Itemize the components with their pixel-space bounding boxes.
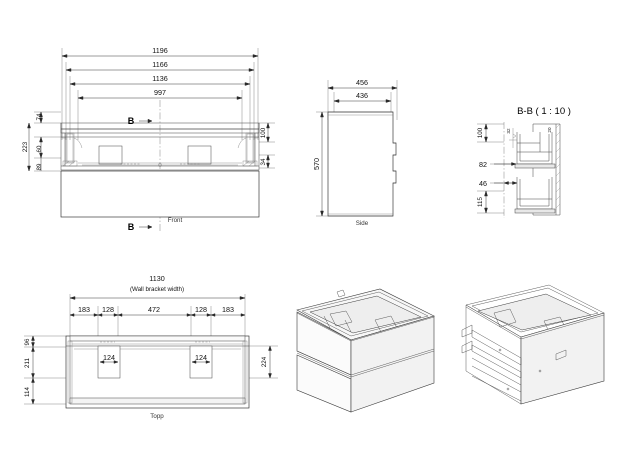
topp-view: 1130 (Wall bracket width) 183 [24, 274, 278, 420]
topp-dim-128-left: 128 [102, 305, 114, 314]
front-section-marker-b-bottom: B [128, 222, 135, 232]
topp-dim-note: (Wall bracket width) [130, 286, 184, 293]
topp-dim-183-right: 183 [222, 305, 234, 314]
section-small-dim-20: 20 [547, 127, 552, 133]
section-dim-100: 100 [477, 127, 484, 138]
topp-dim-1130: 1130 [149, 274, 164, 283]
section-bb-view: B-B ( 1 : 10 ) [477, 106, 571, 218]
front-view: 1196 1166 1136 997 [22, 46, 275, 232]
topp-view-label: Topp [150, 413, 164, 420]
front-right-dim-100: 100 [260, 127, 267, 138]
topp-left-dim-96: 96 [24, 338, 31, 345]
topp-left-dim-114: 114 [24, 387, 31, 397]
front-right-dim-34: 34 [260, 158, 267, 165]
front-left-dim-223: 223 [22, 141, 29, 152]
topp-right-dim-224: 224 [261, 356, 268, 367]
front-view-label: Front [168, 217, 183, 224]
side-dim-456: 456 [356, 78, 368, 87]
front-dim-997: 997 [154, 88, 166, 97]
side-dim-436: 436 [356, 91, 368, 100]
section-dim-115: 115 [477, 197, 484, 207]
front-left-dim-60: 60 [36, 145, 43, 152]
front-section-marker-b-top: B [128, 116, 135, 126]
topp-dim-128-right: 128 [195, 305, 207, 314]
section-small-dim-32: 32 [506, 128, 511, 134]
front-left-dim-74: 74 [36, 113, 43, 120]
iso-open-view [461, 284, 605, 405]
front-left-dim-89: 89 [36, 163, 43, 170]
topp-left-dim-211: 211 [24, 358, 31, 368]
front-dim-1196: 1196 [152, 46, 167, 55]
front-dim-1166: 1166 [152, 60, 167, 69]
side-dim-570: 570 [312, 158, 321, 170]
iso-closed-view [296, 288, 435, 413]
topp-dim-472: 472 [148, 305, 160, 314]
topp-dim-183-left: 183 [78, 305, 90, 314]
side-view: 456 436 570 Side [312, 78, 398, 227]
section-bb-title: B-B ( 1 : 10 ) [517, 106, 571, 117]
section-dim-82: 82 [479, 160, 487, 169]
front-dim-1136: 1136 [152, 74, 167, 83]
topp-bracket-dim-left: 124 [103, 353, 115, 362]
side-view-label: Side [356, 220, 369, 227]
section-dim-46: 46 [479, 179, 487, 188]
topp-bracket-dim-right: 124 [195, 353, 207, 362]
